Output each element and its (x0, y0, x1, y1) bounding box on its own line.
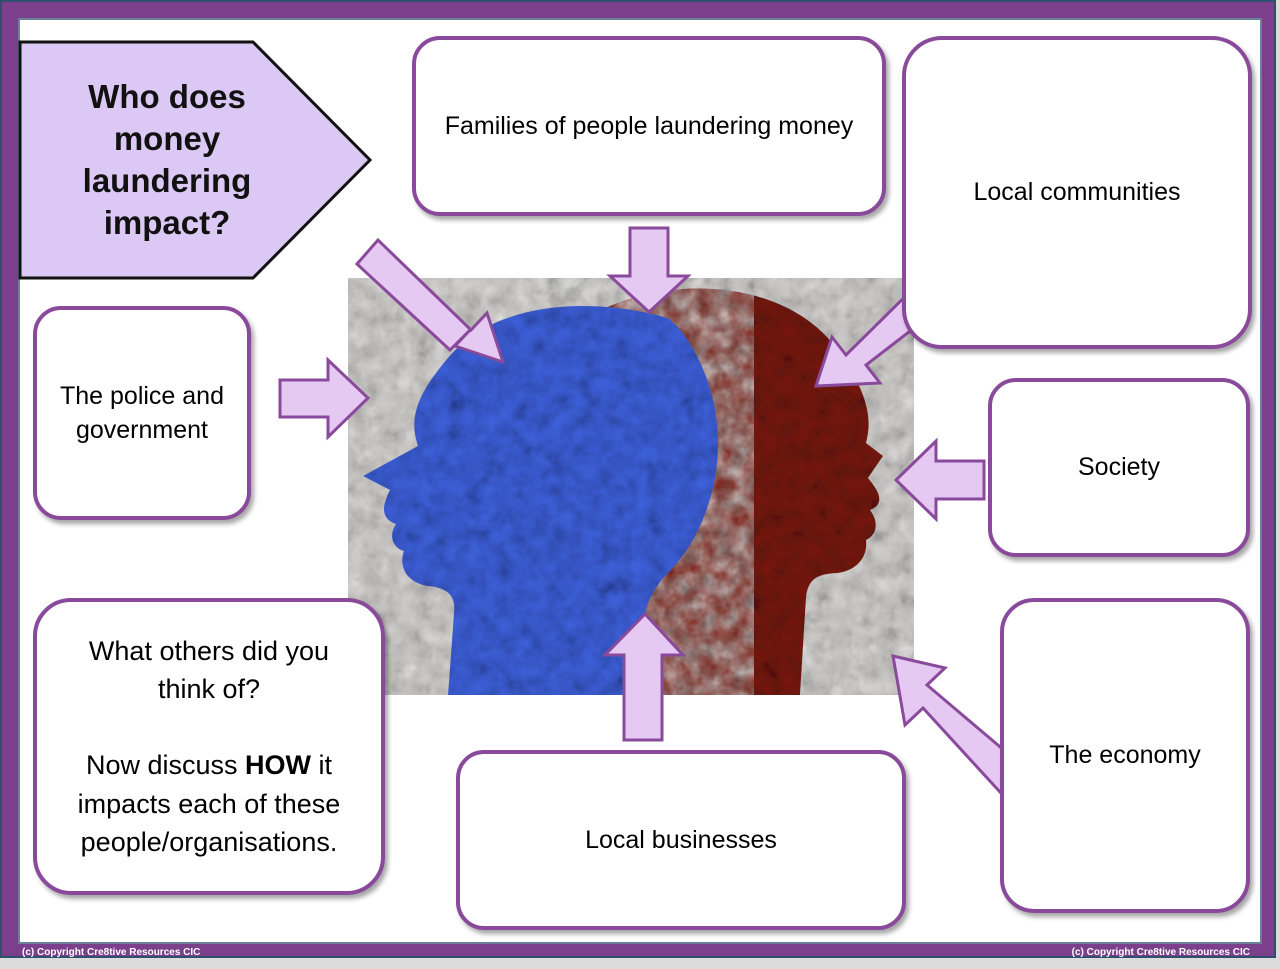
box-economy: The economy (1000, 598, 1250, 913)
others-line-5: people/organisations. (80, 826, 338, 857)
others-line-2: think of? (157, 674, 261, 704)
box-local-businesses: Local businesses (456, 750, 906, 930)
box-local-communities: Local communities (902, 36, 1252, 349)
others-line-4: impacts each of these (77, 788, 341, 819)
page-title: Who does money laundering impact? (82, 78, 252, 241)
box-society: Society (988, 378, 1250, 557)
two-heads-image (348, 278, 914, 695)
footer-copyright-left: (c) Copyright Cre8tive Resources CIC (22, 947, 201, 958)
box-society-label: Society (1078, 453, 1160, 482)
box-economy-label: The economy (1049, 741, 1201, 770)
box-what-others: What others did you think of? Now discus… (33, 598, 385, 895)
box-families: Families of people laundering money (412, 36, 886, 216)
box-local-communities-label: Local communities (973, 178, 1181, 207)
others-line-3-post: it (311, 750, 333, 781)
others-line-3: Now discuss HOW it (78, 746, 341, 784)
footer-copyright-right: (c) Copyright Cre8tive Resources CIC (1071, 947, 1250, 958)
others-line-1: What others did you (88, 635, 330, 666)
box-police-label-line2: government (75, 416, 208, 444)
box-local-businesses-label: Local businesses (585, 825, 777, 854)
others-spacer (78, 708, 341, 746)
box-police-government: The police and government (33, 306, 251, 520)
box-families-label: Families of people laundering money (444, 111, 854, 140)
others-line-3-bold: HOW (245, 750, 311, 781)
box-police-label-line1: The police and (59, 381, 224, 410)
title-banner (18, 40, 373, 280)
others-line-3-pre: Now discuss (85, 750, 246, 781)
